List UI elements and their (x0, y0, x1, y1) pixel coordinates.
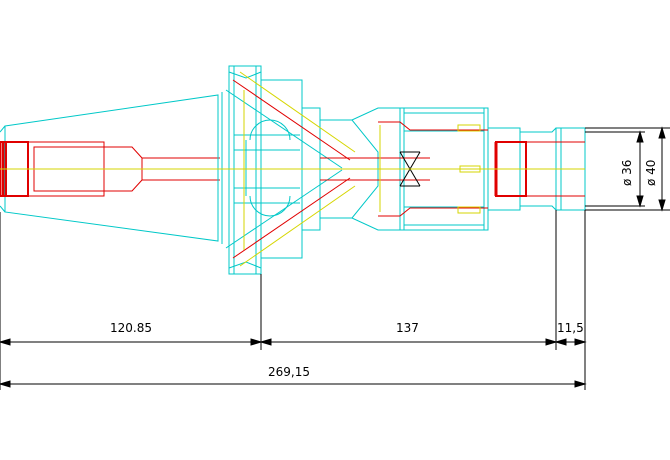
dimension-lines (0, 126, 666, 388)
dim-11-5-label: 11,5 (557, 321, 584, 335)
dim-total-label: 269,15 (268, 365, 310, 379)
dim-dia-40-label: ø 40 (644, 160, 658, 186)
coolant-channels (225, 71, 356, 267)
body-cone (302, 107, 400, 231)
flange (217, 65, 303, 275)
dim-dia-36-label: ø 36 (620, 160, 634, 186)
centre-axis (0, 90, 585, 250)
extension-lines (0, 127, 670, 390)
taper-shank (0, 94, 219, 242)
dim-137-label: 137 (396, 321, 419, 335)
dim-120-85-label: 120.85 (110, 321, 152, 335)
